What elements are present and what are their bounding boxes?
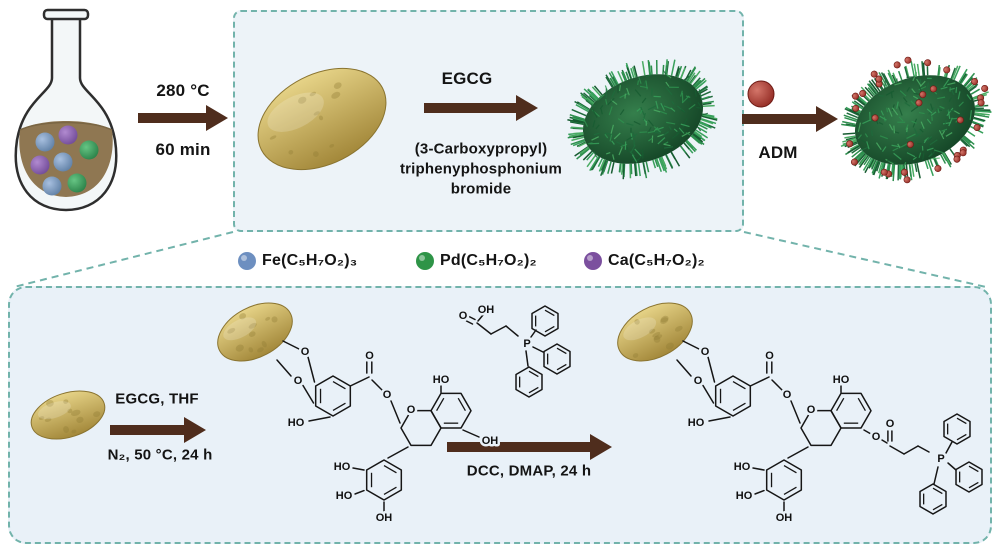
connector-dashed-right: [743, 231, 987, 288]
legend-label-fe: Fe(C₅H₇O₂)₃: [262, 252, 358, 269]
atom-label-o: O: [765, 350, 774, 362]
reagent-adm: ADM: [758, 143, 798, 162]
reaction-arrow-3: [742, 106, 838, 132]
atom-label-ho: HO: [833, 374, 850, 386]
atom-label-o: O: [886, 418, 895, 430]
legend-label-pd: Pd(C₅H₇O₂)₂: [440, 252, 537, 269]
precursor-spheres: [30, 125, 99, 196]
atom-label-oh: OH: [776, 512, 793, 524]
reagent-detail-line3: bromide: [450, 180, 512, 198]
reagent-egcg: EGCG: [441, 69, 493, 88]
legend-dots: [238, 252, 602, 270]
atom-label-p: P: [937, 453, 944, 465]
structure-carboxypropyl-tpp: OH O P: [456, 302, 571, 398]
flask-rim: [42, 8, 90, 21]
egcg-coated-nanoparticle: [567, 59, 718, 180]
atom-label-ho: HO: [688, 417, 705, 429]
atom-label-ho: HO: [734, 461, 751, 473]
atom-label-ho: HO: [336, 490, 353, 502]
atom-label-oh: OH: [478, 304, 495, 316]
atom-label-o: O: [383, 389, 392, 401]
bare-nanoparticle: [257, 67, 387, 171]
atom-label-ho: HO: [736, 490, 753, 502]
legend-dot-fe: [238, 252, 256, 270]
atom-label-o: O: [807, 404, 816, 416]
legend-dot-ca: [584, 252, 602, 270]
atom-label-o: O: [301, 346, 310, 358]
atom-label-o: O: [783, 389, 792, 401]
panel-product-nanoparticle: [617, 302, 693, 362]
reagent-detail-line1: (3-Carboxypropyl): [414, 140, 548, 158]
adm-sphere: [747, 80, 775, 108]
legend-dot-pd: [416, 252, 434, 270]
panel-conjugate-nanoparticle: [217, 302, 293, 362]
panel-arrow-2: [447, 434, 612, 460]
atom-label-p: P: [523, 338, 530, 350]
reaction-arrow-2: [424, 95, 538, 121]
panel-bare-nanoparticle: [30, 390, 106, 440]
panel-arrow-1: [110, 417, 206, 443]
atom-label-o: O: [701, 346, 710, 358]
atom-label-o: O: [694, 375, 703, 387]
panel-step1-reagents: EGCG, THF: [115, 390, 199, 408]
atom-label-o: O: [872, 431, 881, 443]
condition-temperature: 280 °C: [156, 81, 210, 100]
atom-label-oh: OH: [376, 512, 393, 524]
adm-loaded-nanoparticle: [840, 56, 992, 184]
atom-label-ho: HO: [433, 374, 450, 386]
legend-label-ca: Ca(C₅H₇O₂)₂: [608, 252, 705, 269]
precursor-flask: [14, 8, 118, 212]
condition-duration: 60 min: [155, 140, 211, 159]
panel-step1-conditions: N₂, 50 °C, 24 h: [107, 446, 213, 464]
reaction-arrow-1: [138, 105, 228, 131]
atom-label-oh: OH: [482, 435, 499, 447]
reagent-detail-line2: triphenyphosphonium: [399, 160, 563, 178]
atom-label-ho: HO: [288, 417, 305, 429]
atom-label-ho: HO: [334, 461, 351, 473]
panel-step2-conditions: DCC, DMAP, 24 h: [466, 462, 592, 480]
atom-label-o: O: [459, 310, 468, 322]
atom-label-o: O: [407, 404, 416, 416]
connector-dashed-left: [13, 231, 234, 288]
atom-label-o: O: [365, 350, 374, 362]
structure-egcg-conjugate: O O HO O O O HO HO HO OH OH: [276, 340, 501, 527]
atom-label-o: O: [294, 375, 303, 387]
